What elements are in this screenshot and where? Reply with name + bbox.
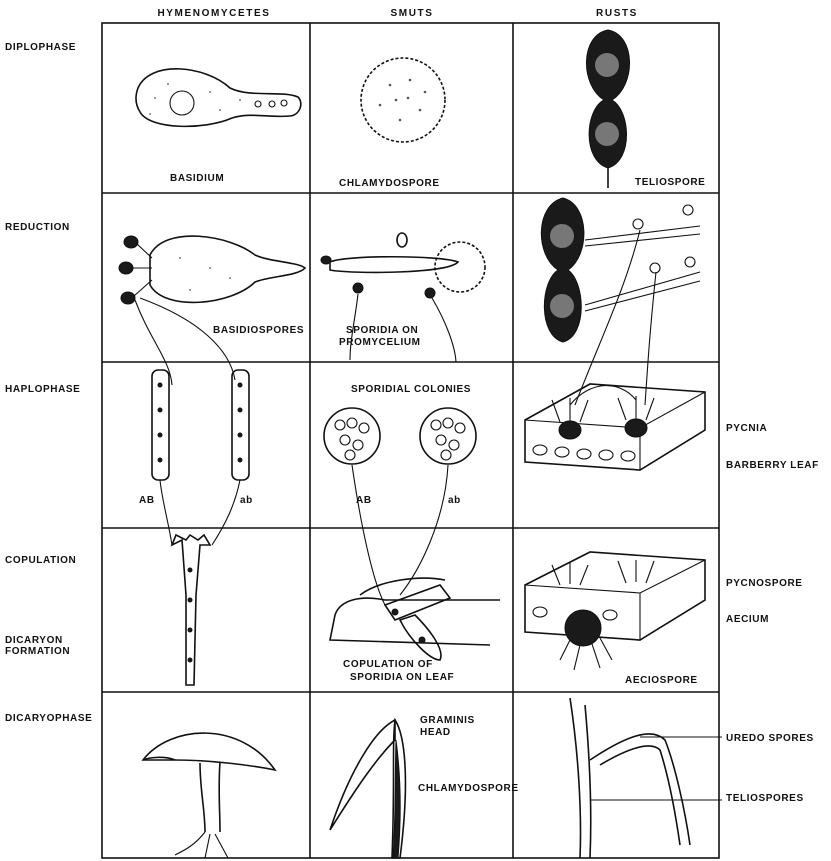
basidium-with-spores-illustration xyxy=(119,236,305,304)
label-copulation-line2: SPORIDIA ON LEAF xyxy=(350,672,454,683)
row-label-reduction: REDUCTION xyxy=(5,222,70,233)
label-sporidia-line1: SPORIDIA ON xyxy=(346,325,418,336)
label-copulation-line1: COPULATION OF xyxy=(343,659,433,670)
wheat-plant-illustration xyxy=(570,698,690,858)
side-label-uredo-spores: UREDO SPORES xyxy=(726,733,814,744)
label-chlamydospore: CHLAMYDOSPORE xyxy=(339,178,440,189)
label-chlamydospore-2: CHLAMYDOSPORE xyxy=(418,783,519,794)
row-label-dicaryophase: DICARYOPHASE xyxy=(5,713,92,724)
row-label-haplophase: HAPLOPHASE xyxy=(5,384,80,395)
row-label-diplophase: DIPLOPHASE xyxy=(5,42,76,53)
label-aeciospore: AECIOSPORE xyxy=(625,675,698,686)
row-label-formation: FORMATION xyxy=(5,646,70,657)
column-header-smuts: SMUTS xyxy=(391,8,434,19)
promycelium-illustration xyxy=(321,233,485,298)
label-smut-ab: ab xyxy=(448,495,461,506)
label-graminis-line2: HEAD xyxy=(420,727,451,738)
teliospore-illustration xyxy=(586,30,629,188)
row-label-copulation: COPULATION xyxy=(5,555,76,566)
column-header-rusts: RUSTS xyxy=(596,8,638,19)
hyphae-ab-illustration xyxy=(152,370,249,480)
label-basidium: BASIDIUM xyxy=(170,173,224,184)
aecium-illustration xyxy=(525,552,705,670)
label-hymeno-ab: ab xyxy=(240,495,253,506)
side-label-pycnia: PYCNIA xyxy=(726,423,767,434)
mushroom-illustration xyxy=(143,733,275,858)
graminis-head-illustration xyxy=(330,720,405,858)
label-hymeno-AB: AB xyxy=(139,495,155,506)
sporidia-on-leaf-illustration xyxy=(330,578,500,660)
pycnia-barberry-leaf-illustration xyxy=(525,384,705,470)
label-sporidial-colonies: SPORIDIAL COLONIES xyxy=(351,384,471,395)
sporidial-colonies-illustration xyxy=(324,408,476,464)
side-label-pycnospore: PYCNOSPORE xyxy=(726,578,803,589)
side-label-teliospores: TELIOSPORES xyxy=(726,793,804,804)
basidium-illustration xyxy=(136,69,301,127)
row-label-dicaryon: DICARYON xyxy=(5,635,63,646)
side-label-aecium: AECIUM xyxy=(726,614,769,625)
chlamydospore-illustration xyxy=(361,58,445,142)
side-label-barberry-leaf: BARBERRY LEAF xyxy=(726,460,819,471)
dicaryon-hypha-illustration xyxy=(172,535,210,685)
column-header-hymenomycetes: HYMENOMYCETES xyxy=(157,8,270,19)
germinating-teliospore-illustration xyxy=(541,198,700,342)
label-teliospore: TELIOSPORE xyxy=(635,177,705,188)
label-graminis-line1: GRAMINIS xyxy=(420,715,475,726)
label-basidiospores: BASIDIOSPORES xyxy=(213,325,304,336)
